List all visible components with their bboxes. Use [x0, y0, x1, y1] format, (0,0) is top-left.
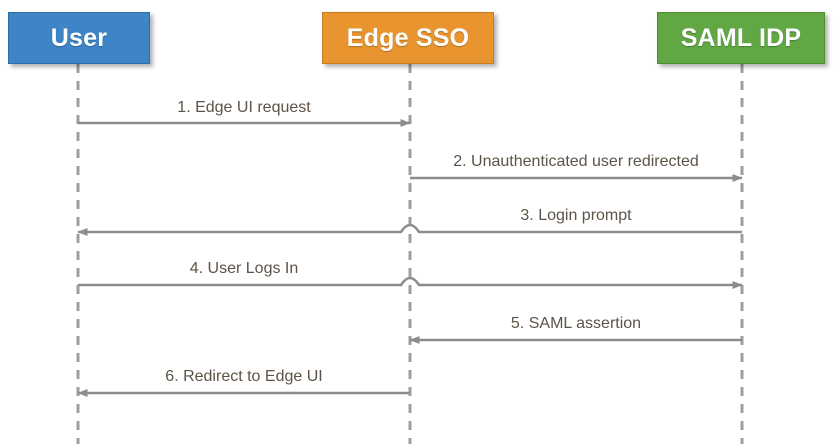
lifelines-group	[76, 64, 744, 444]
message-arrow-3	[77, 223, 742, 236]
participant-label-saml-idp: SAML IDP	[680, 23, 802, 52]
message-label-5: 5. SAML assertion	[510, 315, 642, 332]
participant-box-edge-sso[interactable]: Edge SSO	[322, 12, 494, 64]
message-label-2: 2. Unauthenticated user redirected	[453, 153, 699, 170]
participant-label-edge-sso: Edge SSO	[346, 23, 470, 52]
participant-label-user: User	[50, 23, 108, 52]
message-label-6: 6. Redirect to Edge UI	[165, 368, 323, 385]
message-arrow-4	[78, 276, 743, 289]
message-3[interactable]	[77, 223, 742, 236]
messages-group	[77, 119, 743, 397]
message-label-4: 4. User Logs In	[189, 260, 299, 277]
message-4[interactable]	[78, 276, 743, 289]
message-label-3: 3. Login prompt	[520, 207, 632, 224]
participant-box-user[interactable]: User	[8, 12, 150, 64]
message-label-1: 1. Edge UI request	[177, 99, 311, 116]
participant-box-saml-idp[interactable]: SAML IDP	[657, 12, 825, 64]
